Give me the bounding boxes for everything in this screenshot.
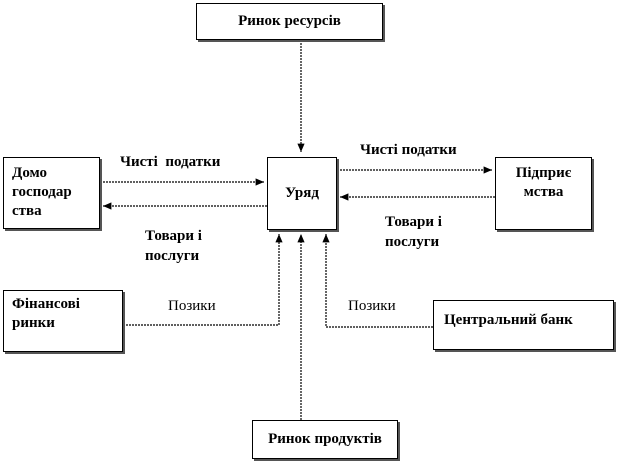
node-label: Підприє мства <box>515 165 572 200</box>
node-government: Уряд <box>267 157 337 230</box>
node-label: Домо господар ства <box>12 165 72 219</box>
node-label: Уряд <box>285 185 319 201</box>
arrow-financial-to-government <box>123 234 283 326</box>
node-financial-markets: Фінансові ринки <box>3 290 123 352</box>
edge-label-households-goods: Товари і послуги <box>145 228 202 264</box>
node-central-bank: Центральний банк <box>433 300 614 350</box>
node-label: Ринок ресурсів <box>238 13 341 29</box>
edge-label-firms-goods: Товари і послуги <box>385 214 442 250</box>
edge-label-bank-loans: Позики <box>348 298 396 314</box>
node-label: Ринок продуктів <box>268 431 382 447</box>
node-label: Центральний банк <box>444 312 573 328</box>
node-households: Домо господар ства <box>3 157 100 229</box>
edge-label-households-taxes: Чисті податки <box>120 154 221 170</box>
edge-label-financial-loans: Позики <box>168 298 216 314</box>
node-firms: Підприє мства <box>495 157 592 230</box>
edge-label-firms-taxes: Чисті податки <box>360 142 457 158</box>
arrow-bank-to-government <box>322 234 433 328</box>
node-resource-market: Ринок ресурсів <box>196 3 383 40</box>
node-product-market: Ринок продуктів <box>252 420 398 459</box>
node-label: Фінансові ринки <box>12 296 80 331</box>
